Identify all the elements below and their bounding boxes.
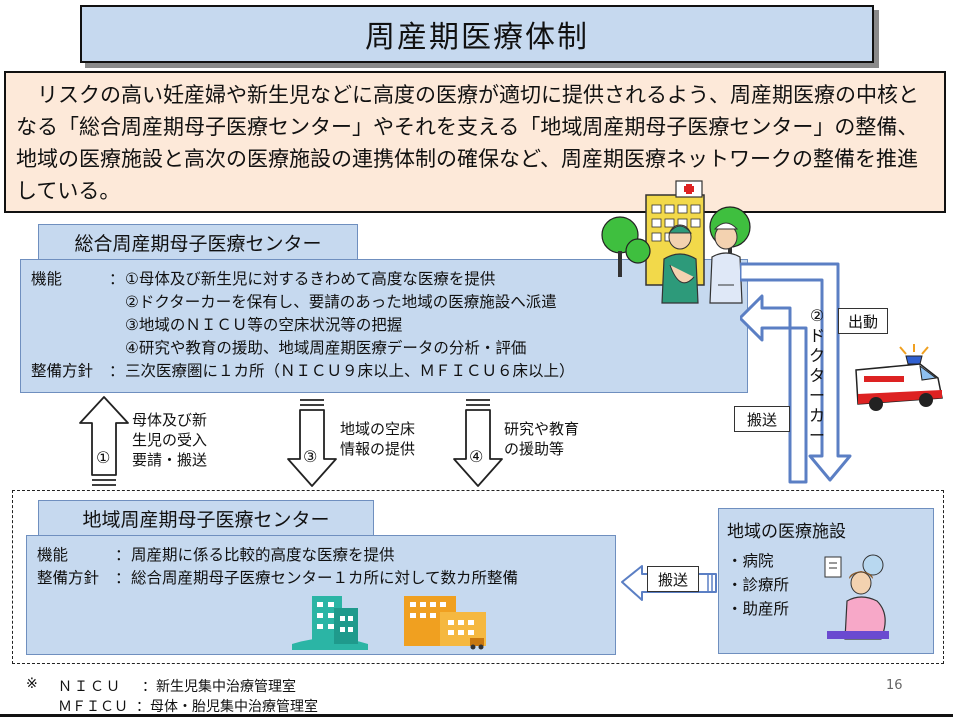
general-center-title: 総合周産期母子医療センター bbox=[38, 224, 358, 260]
regional-center-title: 地域周産期母子医療センター bbox=[38, 500, 374, 536]
list-item: ・診療所 bbox=[727, 576, 790, 594]
teal-building-icon bbox=[292, 596, 368, 650]
arrow-4-text: 研究や教育 の援助等 bbox=[504, 420, 580, 458]
arrow-1-text: 母体及び新 生児の受入 要請・搬送 bbox=[132, 411, 208, 469]
arrow-1-number: ① bbox=[96, 448, 111, 467]
function-item-3: ③地域のＮＩＣＵ等の空床状況等の把握 bbox=[125, 316, 403, 334]
footnote-mficu-desc: 母体・胎児集中治療管理室 bbox=[150, 699, 318, 715]
footnote-mficu-abbr: ＭＦＩＣＵ bbox=[58, 699, 128, 715]
doctor-car-route-arrows bbox=[740, 262, 852, 484]
footnote-mark: ※ bbox=[26, 676, 38, 692]
hospital-staff-illustration bbox=[601, 180, 751, 304]
doctor-car-char: ド bbox=[808, 326, 825, 345]
function-item-4: ④研究や教育の援助、地域周産期医療データの分析・評価 bbox=[125, 339, 527, 357]
general-center-panel: 機能 ： ①母体及び新生児に対するきわめて高度な医療を提供 ②ドクターカーを保有… bbox=[20, 259, 748, 393]
regional-function-label: 機能 bbox=[37, 546, 69, 564]
function-item-1: ①母体及び新生児に対するきわめて高度な医療を提供 bbox=[125, 270, 496, 288]
local-facility-panel: 地域の医療施設 ・病院 ・診療所 ・助産所 bbox=[718, 508, 934, 654]
arrow-3-number: ③ bbox=[303, 447, 318, 466]
doctor-car-char: カ bbox=[808, 406, 825, 425]
function-colon: ： bbox=[109, 270, 125, 288]
ambulance-icon bbox=[855, 344, 943, 411]
orange-building-icon bbox=[404, 596, 486, 650]
arrow-down-3 bbox=[287, 399, 337, 487]
policy-colon: ： bbox=[109, 362, 125, 380]
regional-function-colon: ： bbox=[115, 546, 131, 564]
dispatch-label: 出動 bbox=[838, 308, 888, 334]
footnote-mficu-colon: ： bbox=[136, 699, 150, 715]
list-item: ・病院 bbox=[727, 552, 774, 570]
function-label: 機能 bbox=[31, 270, 63, 288]
arrow-up-1 bbox=[79, 396, 129, 486]
arrow-4-number: ④ bbox=[469, 447, 484, 466]
footnote-nicu-abbr: ＮＩＣＵ bbox=[58, 679, 122, 695]
arrow-down-4 bbox=[453, 399, 503, 487]
list-item: ・助産所 bbox=[727, 600, 790, 618]
transport-label-bottom: 搬送 bbox=[647, 566, 699, 592]
regional-policy-colon: ： bbox=[115, 569, 131, 587]
regional-network-region bbox=[12, 490, 944, 664]
doctor-car-char: ク bbox=[808, 346, 825, 365]
function-item-2: ②ドクターカーを保有し、要請のあった地域の医療施設へ派遣 bbox=[125, 293, 557, 311]
local-facility-title: 地域の医療施設 bbox=[727, 522, 846, 542]
page-title: 周産期医療体制 bbox=[80, 5, 874, 63]
pregnant-woman-icon bbox=[824, 554, 889, 640]
doctor-car-char: タ bbox=[808, 366, 825, 385]
doctor-car-number: ② bbox=[809, 306, 825, 325]
footnote-nicu-colon: ： bbox=[142, 679, 156, 695]
policy-text: 三次医療圏に１カ所（ＮＩＣＵ９床以上、ＭＦＩＣＵ６床以上） bbox=[125, 362, 575, 380]
doctor-car-char: ー bbox=[808, 386, 825, 405]
footnote-nicu-desc: 新生児集中治療管理室 bbox=[156, 679, 296, 695]
policy-label: 整備方針 bbox=[31, 362, 94, 380]
local-facility-list: ・病院 ・診療所 ・助産所 bbox=[727, 549, 789, 621]
regional-policy-label: 整備方針 bbox=[37, 569, 100, 587]
intro-text: リスクの高い妊産婦や新生児などに高度の医療が適切に提供されるよう、周産期医療の中… bbox=[4, 71, 946, 213]
regional-policy-text: 総合周産期母子医療センター１カ所に対して数カ所整備 bbox=[131, 569, 519, 587]
regional-function-text: 周産期に係る比較的高度な医療を提供 bbox=[131, 546, 395, 564]
doctor-car-label: ② ド ク タ ー カ ー bbox=[806, 306, 828, 446]
arrow-3-text: 地域の空床 情報の提供 bbox=[340, 420, 416, 458]
transport-label-top: 搬送 bbox=[734, 406, 790, 432]
doctor-car-char: ー bbox=[808, 426, 825, 445]
page-number: 16 bbox=[886, 678, 903, 693]
bottom-rule bbox=[0, 714, 953, 717]
